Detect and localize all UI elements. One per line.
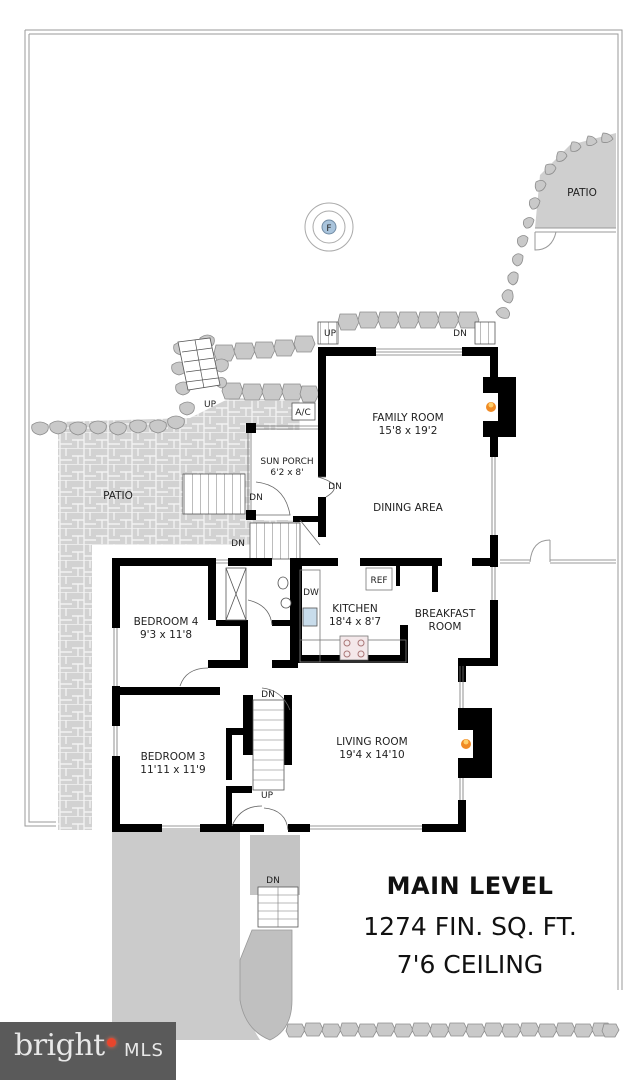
kitchen-fixtures (291, 402, 407, 663)
stair-up-patio-label: UP (204, 400, 217, 410)
living-room-dims: 19'4 x 14'10 (339, 749, 404, 761)
sun-porch-dims: 6'2 x 8' (270, 468, 303, 478)
range-icon (339, 635, 369, 661)
watermark-suffix: MLS (124, 1040, 164, 1061)
right-annex-lines (500, 227, 616, 564)
fountain: F (304, 202, 354, 252)
patio-left-label: PATIO (103, 490, 133, 502)
kitchen-label: KITCHEN (332, 603, 378, 615)
fireplace-living-icon (458, 730, 473, 758)
breakfast-room-label-2: ROOM (429, 621, 462, 633)
stair-dn-family-label: DN (328, 482, 342, 492)
exterior-stair-up (177, 337, 221, 391)
brightmls-watermark: bright MLS (0, 1022, 176, 1080)
dw-label: DW (303, 588, 319, 598)
sun-porch-label: SUN PORCH (260, 457, 313, 467)
bedroom4-label: BEDROOM 4 (134, 616, 199, 628)
windows (113, 348, 496, 830)
interior-stairs (252, 699, 299, 928)
family-room-label: FAMILY ROOM (372, 412, 444, 424)
patio-right (535, 133, 616, 228)
ref-label: REF (370, 576, 387, 586)
ac-label: A/C (295, 408, 310, 418)
plan-title: MAIN LEVEL (386, 872, 554, 900)
family-room-dims: 15'8 x 19'2 (379, 425, 438, 437)
stair-dn-patio-steps-label: DN (231, 539, 245, 549)
patio-door-swing (534, 231, 557, 251)
watermark-brand: bright (14, 1028, 105, 1063)
bedroom3-label: BEDROOM 3 (141, 751, 206, 763)
toilet (277, 576, 292, 609)
living-room-label: LIVING ROOM (336, 736, 407, 748)
annotations: A/C REF DW UP DN UP DN DN DN DN UP DN (204, 329, 467, 886)
porch-stairs (182, 321, 496, 560)
plan-ceiling: 7'6 CEILING (396, 950, 544, 979)
stair-dn-hall-label: DN (261, 690, 275, 700)
lot-fence (24, 29, 623, 990)
stair-up-top-label: UP (324, 329, 337, 339)
patio-right-label: PATIO (567, 187, 597, 199)
breakfast-room-label: BREAKFAST (415, 608, 476, 620)
sink-icon (302, 607, 318, 627)
bedroom3-dims: 11'11 x 11'9 (140, 764, 205, 776)
annex-door-swing (529, 539, 551, 563)
stair-up-hall-label: UP (261, 791, 274, 801)
kitchen-dims: 18'4 x 8'7 (329, 616, 381, 628)
fireplace-family-icon (483, 393, 498, 421)
room-labels: FAMILY ROOM 15'8 x 19'2 DINING AREA SUN … (103, 187, 597, 776)
dining-area-label: DINING AREA (373, 502, 444, 514)
front-walkway (112, 830, 300, 1041)
stair-dn-porch-label: DN (249, 493, 263, 503)
plan-area: 1274 FIN. SQ. FT. (363, 912, 577, 941)
shower (225, 567, 247, 621)
stair-dn-top-label: DN (453, 329, 467, 339)
watermark-dot-icon (107, 1038, 116, 1047)
ac-unit-icon (291, 402, 316, 421)
bedroom4-dims: 9'3 x 11'8 (140, 629, 192, 641)
fountain-label: F (326, 224, 331, 234)
stair-dn-front-label: DN (266, 876, 280, 886)
door-swings (179, 476, 335, 831)
refrigerator-icon (365, 567, 393, 591)
